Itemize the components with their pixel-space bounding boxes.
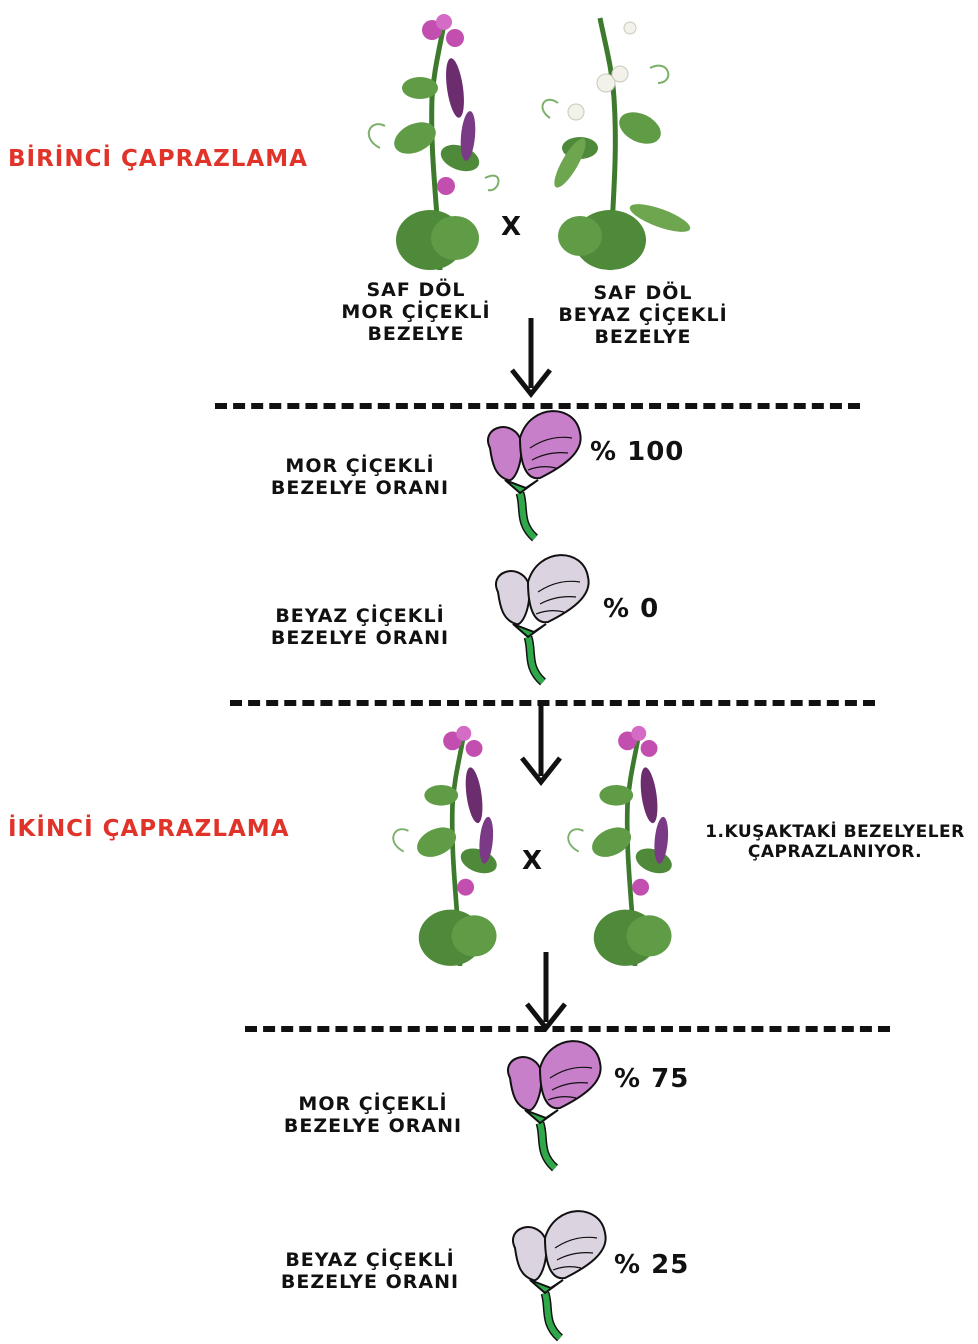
- cross-symbol-2: X: [522, 846, 542, 876]
- purple-parent-label: SAF DÖL MOR ÇİÇEKLİ BEZELYE: [336, 280, 496, 346]
- white-parent-label: SAF DÖL BEYAZ ÇİÇEKLİ BEZELYE: [553, 283, 733, 349]
- white-pea-flower-icon: [505, 1208, 615, 1340]
- gen1-purple-percent: % 100: [590, 437, 684, 467]
- gen1-purple-label: MOR ÇİÇEKLİ BEZELYE ORANI: [245, 456, 475, 500]
- second-cross-heading: İKİNCİ ÇAPRAZLAMA: [8, 816, 290, 842]
- pea-plant-purple-flower-icon: [385, 712, 535, 977]
- gen1-white-percent: % 0: [603, 594, 659, 624]
- second-cross-note: 1.KUŞAKTAKİ BEZELYELER ÇAPRAZLANIYOR.: [696, 822, 974, 863]
- gen2-purple-percent: % 75: [614, 1064, 689, 1094]
- down-arrow-icon: [523, 952, 569, 1034]
- first-cross-heading: BİRİNCİ ÇAPRAZLAMA: [8, 146, 308, 172]
- down-arrow-icon: [508, 318, 554, 400]
- gen2-purple-label: MOR ÇİÇEKLİ BEZELYE ORANI: [258, 1094, 488, 1138]
- divider-3: [245, 1026, 890, 1032]
- white-pea-flower-icon: [488, 552, 598, 684]
- pea-plant-white-flower-icon: [540, 8, 700, 273]
- purple-pea-flower-icon: [480, 408, 590, 540]
- purple-pea-flower-icon: [500, 1038, 610, 1170]
- gen2-white-percent: % 25: [614, 1250, 689, 1280]
- pea-plant-purple-flower-icon: [560, 712, 710, 977]
- gen2-white-label: BEYAZ ÇİÇEKLİ BEZELYE ORANI: [255, 1250, 485, 1294]
- cross-symbol-1: X: [501, 212, 521, 242]
- gen1-white-label: BEYAZ ÇİÇEKLİ BEZELYE ORANI: [245, 606, 475, 650]
- pea-plant-purple-flower-icon: [360, 8, 520, 273]
